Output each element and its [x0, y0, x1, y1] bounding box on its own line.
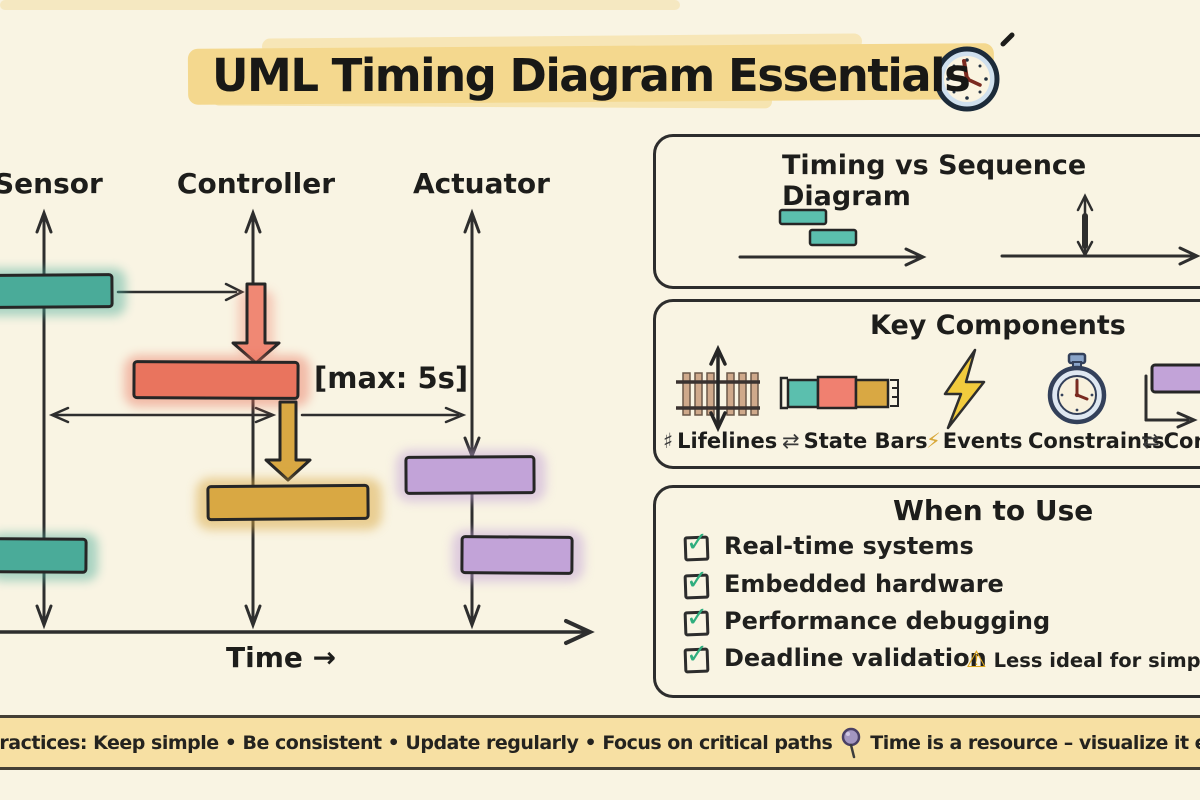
mini-sequence-diagram: [1000, 193, 1200, 266]
sensor-state-bar-2: [0, 533, 98, 581]
mini-bolt-glyph: ⚡: [926, 429, 941, 453]
checkbox-icon: ✓: [683, 639, 710, 674]
cycle-glyph: ⇄: [782, 429, 800, 453]
constraint-label: [max: 5s]: [314, 361, 469, 395]
warning-triangle-icon: ⚠: [966, 647, 987, 673]
mini-timing-diagram: [738, 208, 927, 267]
message-arrow-sensor-to-controller: [116, 282, 245, 302]
checkbox-icon: ✓: [683, 565, 710, 600]
best-practices-banner: Practices: Keep simple • Be consistent •…: [0, 715, 1200, 770]
time-axis-label: Time →: [226, 641, 337, 674]
state-transition-icon: [1144, 363, 1200, 429]
warning-note: ⚠ Less ideal for simple we: [966, 647, 1200, 673]
gold-state-bar: [196, 478, 382, 530]
panel-title-when-to-use: When to Use: [893, 494, 1094, 527]
mini-track-glyph: ♯: [663, 429, 674, 453]
panel-title-components: Key Components: [870, 310, 1126, 341]
panel-when-to-use: [653, 485, 1200, 698]
component-label-events: ⚡Events: [926, 429, 1023, 453]
stopwatch-icon: [1047, 352, 1107, 425]
cycle-glyph: ⇄: [1142, 429, 1160, 453]
state-bars-icon: [779, 375, 899, 410]
checklist-item: ✓ Real-time systems: [683, 526, 974, 562]
panel-title-comparison: Timing vs Sequence Diagram: [782, 150, 1087, 212]
railway-track-icon: [676, 344, 760, 433]
page-title: UML Timing Diagram Essentials: [212, 49, 971, 102]
duration-constraint-arrows: [48, 406, 467, 424]
banner-text: Practices: Keep simple • Be consistent •…: [0, 718, 1200, 767]
lifeline-label-controller: Controller: [176, 167, 336, 200]
lifeline-label-actuator: Actuator: [413, 167, 550, 200]
checkbox-icon: ✓: [683, 602, 710, 637]
panel-timing-vs-sequence: [653, 134, 1200, 289]
component-label-constraints: Constraints: [1028, 429, 1165, 453]
checkbox-icon: ✓: [683, 527, 710, 562]
pushpin-icon: [842, 727, 861, 758]
panel-key-components: [653, 299, 1200, 469]
sensor-state-bar-1: [0, 268, 126, 316]
component-label-lifelines: ♯Lifelines: [663, 429, 778, 453]
checklist-item: ✓ Embedded hardware: [683, 564, 1004, 600]
checklist-item: ✓ Performance debugging: [683, 601, 1051, 637]
component-label-conditions: ⇄Con: [1142, 429, 1200, 453]
event-arrow-red: [231, 282, 281, 365]
lightning-bolt-icon: [943, 348, 986, 430]
clock-icon: [934, 32, 1015, 112]
controller-state-bar: [124, 355, 310, 407]
top-marker-streak: [0, 0, 680, 10]
component-label-state-bars: ⇄State Bars: [782, 429, 928, 453]
checklist-item: ✓ Deadline validation: [683, 638, 987, 674]
event-arrow-gold: [264, 400, 312, 482]
actuator-state-bar-1: [396, 450, 546, 502]
lifeline-label-sensor: Sensor: [0, 167, 103, 200]
time-axis: [0, 619, 595, 645]
actuator-state-bar-2: [452, 530, 584, 582]
